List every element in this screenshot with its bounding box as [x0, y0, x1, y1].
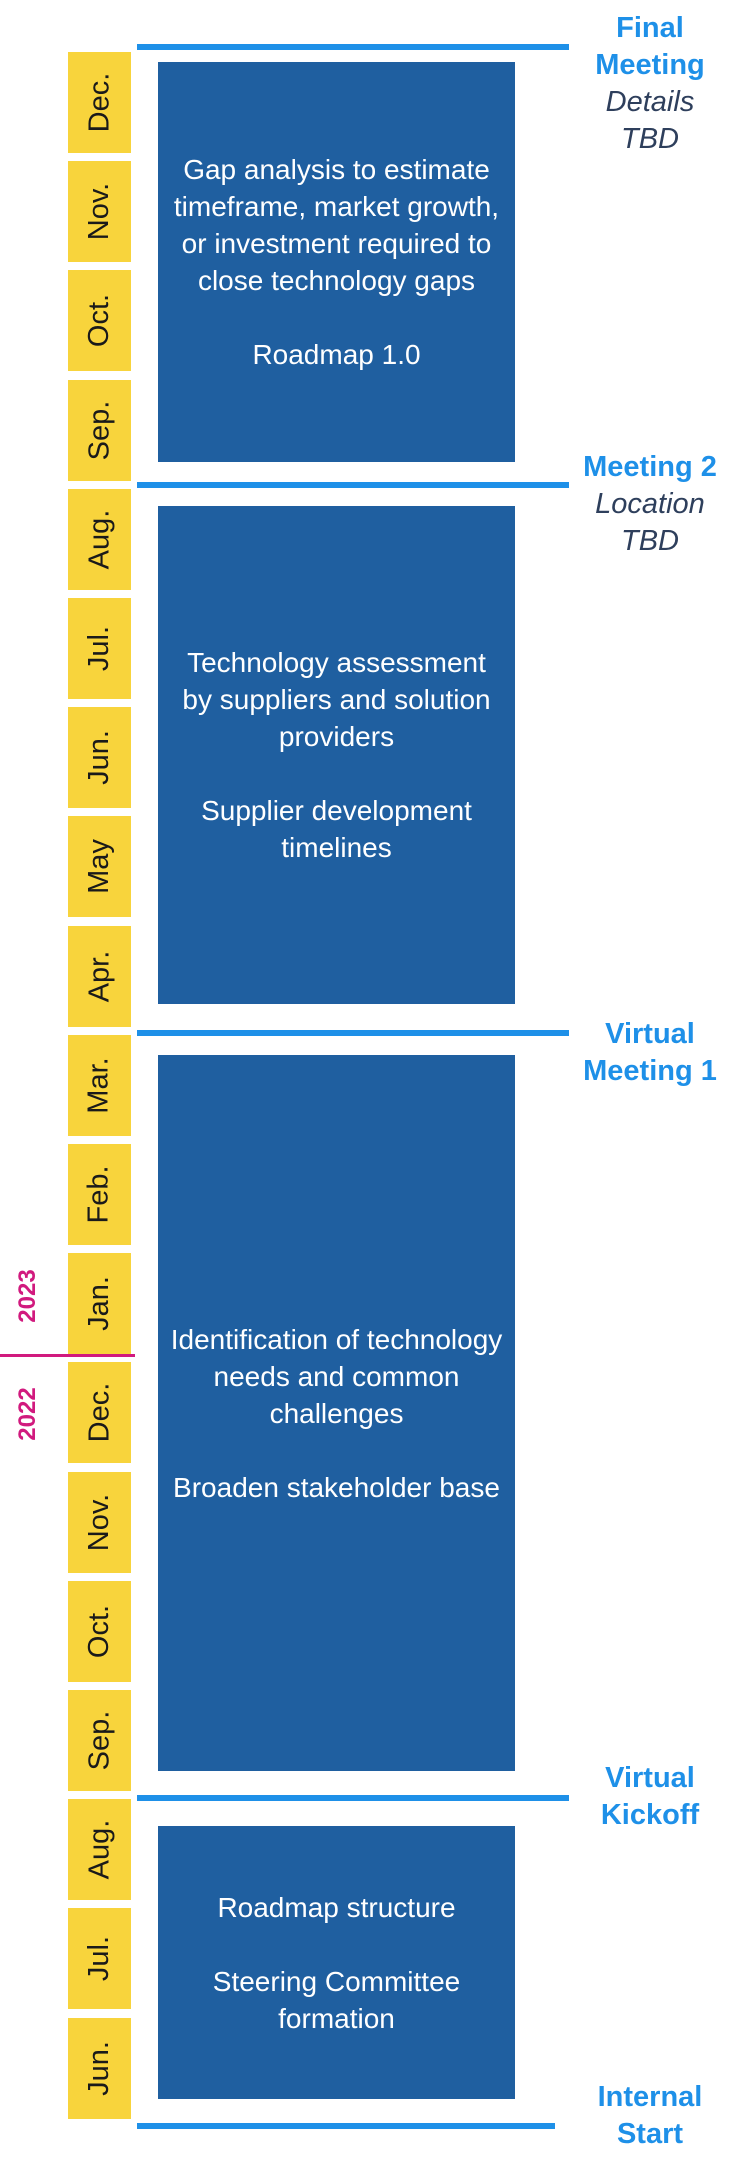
phase-text: Technology assessment by suppliers and s…	[182, 647, 491, 752]
milestone-title: Internal	[597, 2081, 703, 2113]
milestone-line	[137, 2123, 555, 2129]
milestone-line	[137, 44, 569, 50]
month-label: Aug.	[82, 1819, 115, 1880]
milestone-line	[137, 1030, 569, 1036]
month-cell: Sep.	[68, 380, 131, 481]
phase-box: Technology assessment by suppliers and s…	[158, 506, 515, 1004]
month-label: Sep.	[82, 1710, 115, 1771]
month-label: Jan.	[82, 1276, 115, 1331]
month-label: Jun.	[82, 730, 115, 785]
month-cell: Jun.	[68, 2018, 131, 2119]
phase-text: Broaden stakeholder base	[173, 1471, 500, 1503]
milestone-title: Virtual	[605, 1762, 695, 1794]
milestone-title: Final	[616, 12, 684, 44]
milestone-title: Kickoff	[600, 1799, 700, 1831]
milestone-title: Meeting	[595, 49, 705, 81]
milestone-detail: TBD	[621, 525, 679, 557]
month-cell: Apr.	[68, 926, 131, 1027]
year-label-upper: 2023	[14, 1269, 41, 1323]
phase-box: Gap analysis to estimate timeframe, mark…	[158, 62, 515, 462]
milestone-title: Virtual	[605, 1018, 695, 1050]
phase-text: Roadmap structure	[217, 1891, 456, 1923]
month-cell: Mar.	[68, 1035, 131, 1136]
phase-box: Identification of technology needs and c…	[158, 1055, 515, 1771]
milestone-title: Start	[616, 2118, 684, 2150]
month-label: Nov.	[82, 182, 115, 241]
month-label: Nov.	[82, 1493, 115, 1552]
month-label: Jun.	[82, 2041, 115, 2096]
month-cell: Dec.	[68, 52, 131, 153]
month-cell: Jun.	[68, 707, 131, 808]
month-label: Jul.	[82, 1935, 115, 1982]
phase-text: Gap analysis to estimate timeframe, mark…	[173, 154, 500, 296]
month-label: Oct.	[82, 293, 115, 348]
month-cell: Aug.	[68, 1799, 131, 1900]
month-label: Mar.	[83, 1057, 115, 1114]
month-cell: Nov.	[68, 161, 131, 262]
month-label: Feb.	[83, 1165, 115, 1224]
month-cell: Dec.	[68, 1362, 131, 1463]
milestone-detail: TBD	[621, 123, 679, 155]
phase-text: Roadmap 1.0	[252, 339, 421, 370]
milestone-title: Meeting 1	[583, 1055, 717, 1087]
milestone-title: Meeting 2	[583, 451, 717, 483]
phase-text: Identification of technology needs and c…	[170, 1323, 503, 1429]
month-label: Oct.	[82, 1604, 115, 1659]
year-label-lower: 2022	[14, 1387, 41, 1441]
month-label: Aug.	[82, 509, 115, 570]
month-cell: Oct.	[68, 270, 131, 371]
month-label: May	[82, 839, 115, 894]
month-cell: Oct.	[68, 1581, 131, 1682]
month-cell: May	[68, 816, 131, 917]
month-label: Sep.	[82, 400, 115, 461]
phase-text: Supplier development timelines	[201, 795, 472, 863]
milestone-line	[137, 482, 569, 488]
month-cell: Feb.	[68, 1144, 131, 1245]
month-label: Apr.	[83, 950, 115, 1003]
month-cell: Jul.	[68, 598, 131, 699]
milestone-detail: Location	[595, 488, 705, 520]
month-cell: Jul.	[68, 1908, 131, 2009]
month-label: Dec.	[82, 72, 115, 133]
month-cell: Nov.	[68, 1472, 131, 1573]
month-label: Dec.	[82, 1382, 115, 1443]
month-cell: Sep.	[68, 1690, 131, 1791]
year-divider	[0, 1354, 135, 1357]
milestone-detail: Details	[605, 86, 695, 118]
month-cell: Aug.	[68, 489, 131, 590]
milestone-line	[137, 1795, 569, 1801]
month-cell: Jan.	[68, 1253, 131, 1354]
phase-text: Steering Committee formation	[212, 1965, 461, 2034]
month-label: Jul.	[82, 625, 115, 672]
